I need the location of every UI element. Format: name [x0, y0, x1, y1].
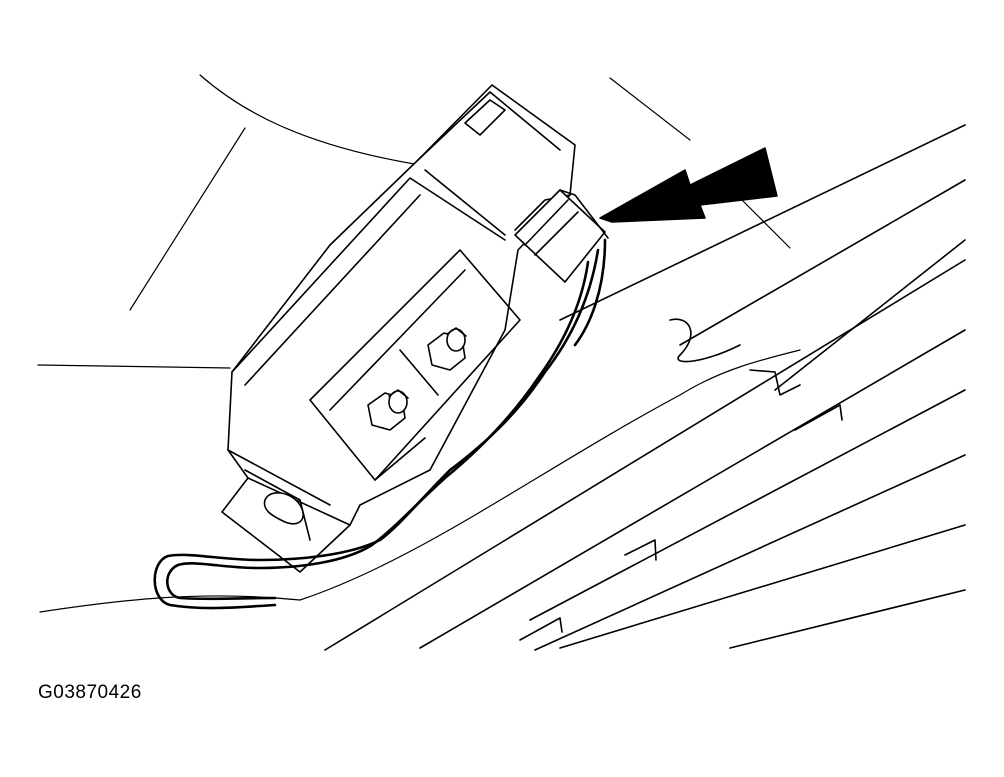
- connector-plug: [514, 189, 609, 283]
- trim-rails: [324, 124, 966, 651]
- arrow-icon: [599, 147, 778, 223]
- wire-harness: [153, 238, 607, 610]
- sensor-bracket: [221, 84, 576, 573]
- figure-code: G03870426: [38, 682, 142, 703]
- mounting-nut-upper: [427, 327, 467, 371]
- mounting-nut-lower: [367, 389, 409, 431]
